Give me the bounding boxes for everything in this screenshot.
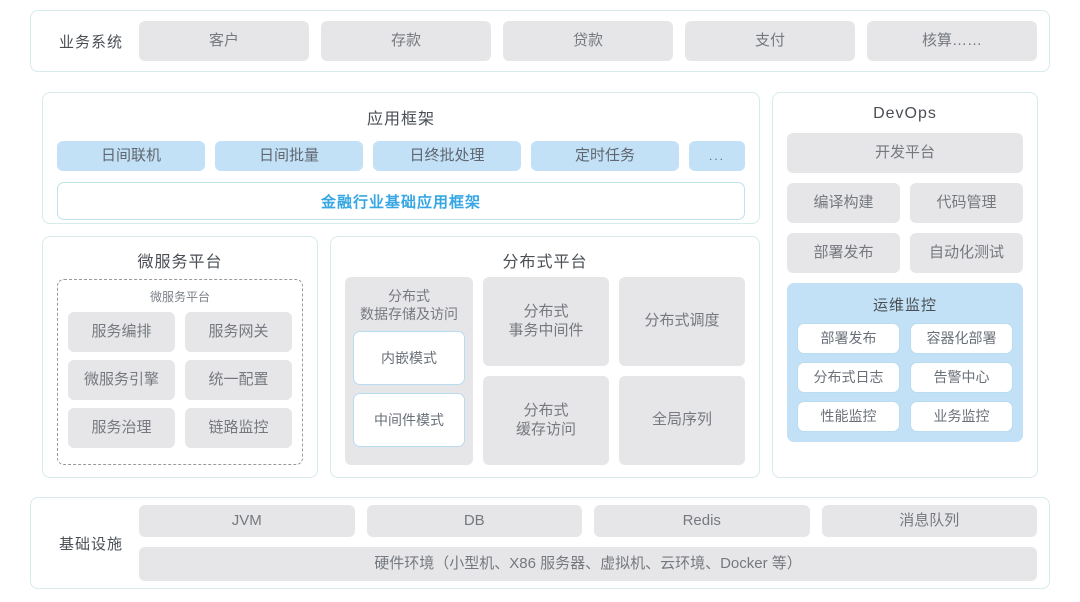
app-framework-more-item[interactable]: ...	[689, 141, 745, 171]
microservice-item[interactable]: 服务治理	[68, 408, 175, 448]
infrastructure-item[interactable]: 消息队列	[821, 505, 1037, 537]
devops-section: DevOps 开发平台 编译构建 代码管理 部署发布 自动化测试 运维监控 部署…	[772, 92, 1038, 478]
distributed-item-line1: 分布式	[523, 401, 569, 419]
ops-monitor-item[interactable]: 容器化部署	[910, 323, 1013, 354]
app-framework-item[interactable]: 日间联机	[57, 141, 205, 171]
business-system-item[interactable]: 客户	[139, 21, 309, 61]
infrastructure-item[interactable]: JVM	[139, 505, 355, 537]
microservice-item[interactable]: 微服务引擎	[68, 360, 175, 400]
distributed-platform-body: 分布式 数据存储及访问 内嵌模式 中间件模式 分布式 事务中间件	[345, 277, 745, 465]
distributed-storage-group: 分布式 数据存储及访问 内嵌模式 中间件模式	[345, 277, 473, 465]
infrastructure-chip-row: JVM DB Redis 消息队列	[139, 505, 1037, 537]
application-framework-section: 应用框架 日间联机 日间批量 日终批处理 定时任务 ... 金融行业基础应用框架	[42, 92, 760, 224]
devops-title: DevOps	[873, 105, 937, 122]
distributed-column-3: 分布式调度 全局序列	[619, 277, 745, 465]
ops-monitor-item[interactable]: 部署发布	[797, 323, 900, 354]
microservice-item[interactable]: 服务网关	[185, 312, 292, 352]
hardware-environment-row: 硬件环境（小型机、X86 服务器、虚拟机、云环境、Docker 等）	[139, 547, 1037, 581]
ops-monitor-item[interactable]: 分布式日志	[797, 362, 900, 393]
ops-monitor-group: 运维监控 部署发布 容器化部署 分布式日志 告警中心 性能监控 业务监控	[787, 283, 1023, 442]
distributed-storage-title-line1: 分布式	[388, 288, 430, 304]
distributed-storage-mode[interactable]: 中间件模式	[353, 393, 465, 448]
ops-monitor-item[interactable]: 告警中心	[910, 362, 1013, 393]
ops-monitor-title: 运维监控	[872, 297, 937, 314]
infrastructure-label: 基础设施	[58, 535, 123, 553]
microservice-platform-grid: 服务编排 服务网关 微服务引擎 统一配置 服务治理 链路监控	[68, 312, 292, 448]
distributed-storage-title: 分布式 数据存储及访问	[360, 287, 458, 323]
business-system-item[interactable]: 存款	[321, 21, 491, 61]
distributed-storage-mode[interactable]: 内嵌模式	[353, 331, 465, 386]
devops-body: 开发平台 编译构建 代码管理 部署发布 自动化测试 运维监控 部署发布 容器化部…	[787, 133, 1023, 465]
app-framework-item[interactable]: 日终批处理	[373, 141, 521, 171]
devops-item[interactable]: 代码管理	[910, 183, 1023, 223]
microservice-item[interactable]: 服务编排	[68, 312, 175, 352]
microservice-item[interactable]: 链路监控	[185, 408, 292, 448]
business-system-item[interactable]: 支付	[685, 21, 855, 61]
infrastructure-item[interactable]: Redis	[594, 505, 810, 537]
financial-base-framework-bar: 金融行业基础应用框架	[57, 182, 745, 220]
platform-left-column: 应用框架 日间联机 日间批量 日终批处理 定时任务 ... 金融行业基础应用框架…	[42, 92, 760, 478]
microservice-item[interactable]: 统一配置	[185, 360, 292, 400]
distributed-storage-title-line2: 数据存储及访问	[360, 306, 458, 323]
devops-item[interactable]: 部署发布	[787, 233, 900, 273]
infrastructure-item[interactable]: DB	[366, 505, 582, 537]
distributed-platform-title: 分布式平台	[502, 254, 588, 271]
ops-monitor-item[interactable]: 性能监控	[797, 401, 900, 432]
distributed-item-line2: 事务中间件	[508, 321, 584, 339]
business-systems-section: 业务系统 客户 存款 贷款 支付 核算……	[30, 10, 1050, 72]
devops-item[interactable]: 编译构建	[787, 183, 900, 223]
distributed-item[interactable]: 全局序列	[619, 376, 745, 465]
application-framework-title: 应用框架	[366, 111, 435, 128]
app-framework-item[interactable]: 日间批量	[215, 141, 363, 171]
distributed-item[interactable]: 分布式 缓存访问	[483, 376, 609, 465]
microservice-platform-title: 微服务平台	[137, 254, 223, 271]
distributed-item[interactable]: 分布式 事务中间件	[483, 277, 609, 366]
microservice-platform-subtitle: 微服务平台	[149, 290, 210, 304]
distributed-item[interactable]: 分布式调度	[619, 277, 745, 366]
business-systems-chip-row: 客户 存款 贷款 支付 核算……	[139, 21, 1037, 61]
ops-monitor-item[interactable]: 业务监控	[910, 401, 1013, 432]
app-framework-item[interactable]: 定时任务	[531, 141, 679, 171]
microservice-platform-inner-box: 微服务平台 服务编排 服务网关 微服务引擎 统一配置 服务治理 链路监控	[57, 279, 303, 465]
distributed-item-line1: 分布式	[523, 302, 569, 320]
platform-middle-area: 应用框架 日间联机 日间批量 日终批处理 定时任务 ... 金融行业基础应用框架…	[30, 84, 1050, 484]
infrastructure-section: 基础设施 JVM DB Redis 消息队列 硬件环境（小型机、X86 服务器、…	[30, 497, 1050, 589]
devops-item[interactable]: 自动化测试	[910, 233, 1023, 273]
business-system-item[interactable]: 贷款	[503, 21, 673, 61]
devops-grid: 编译构建 代码管理 部署发布 自动化测试	[787, 183, 1023, 273]
distributed-platform-section: 分布式平台 分布式 数据存储及访问 内嵌模式 中间件模式 分布式	[330, 236, 760, 478]
business-system-item[interactable]: 核算……	[867, 21, 1037, 61]
business-systems-label: 业务系统	[58, 33, 123, 51]
hardware-environment-item[interactable]: 硬件环境（小型机、X86 服务器、虚拟机、云环境、Docker 等）	[139, 547, 1037, 581]
microservice-platform-section: 微服务平台 微服务平台 服务编排 服务网关 微服务引擎 统一配置 服务治理 链路…	[42, 236, 318, 478]
platform-right-column: DevOps 开发平台 编译构建 代码管理 部署发布 自动化测试 运维监控 部署…	[772, 92, 1038, 478]
application-framework-chip-row: 日间联机 日间批量 日终批处理 定时任务 ...	[57, 141, 745, 171]
devops-platform-item[interactable]: 开发平台	[787, 133, 1023, 173]
distributed-item-line2: 缓存访问	[515, 420, 576, 438]
distributed-column-2: 分布式 事务中间件 分布式 缓存访问	[483, 277, 609, 465]
infrastructure-stack: JVM DB Redis 消息队列 硬件环境（小型机、X86 服务器、虚拟机、云…	[139, 505, 1037, 581]
ops-monitor-grid: 部署发布 容器化部署 分布式日志 告警中心 性能监控 业务监控	[797, 323, 1013, 432]
